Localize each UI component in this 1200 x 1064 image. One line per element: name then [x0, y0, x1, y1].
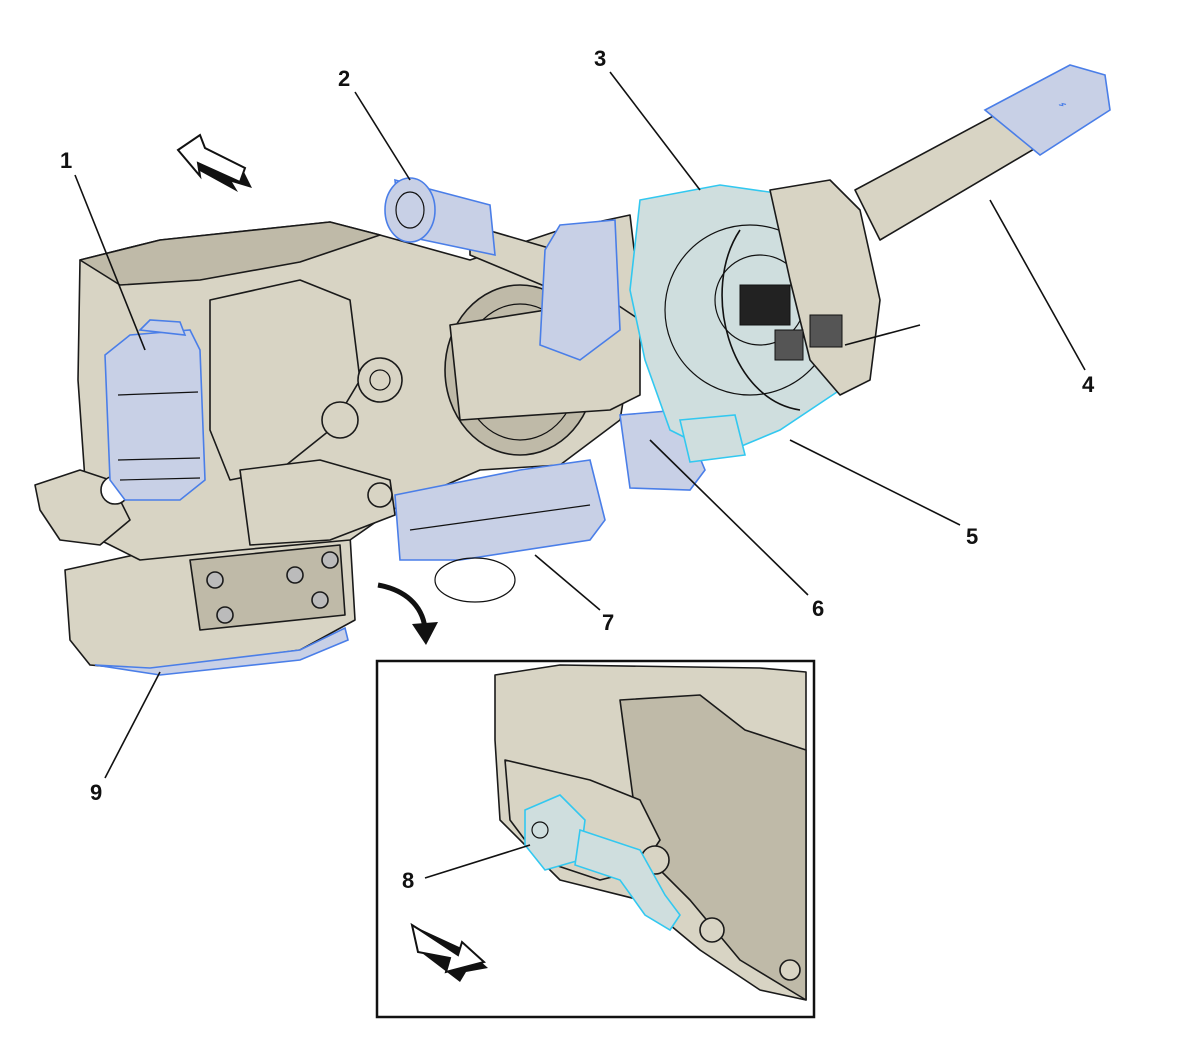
clock-spring-wire: [721, 229, 801, 411]
leader-7: [534, 554, 601, 611]
ignition-module: [394, 459, 606, 561]
leader-9: [104, 671, 161, 779]
harness-plug: [809, 314, 843, 348]
lever-left-mount: [539, 219, 621, 361]
callout-2: 2: [338, 66, 350, 91]
callout-numbers: 1 2 3 4 5 6 7 8 9: [60, 46, 1095, 893]
plate-bolt: [286, 566, 304, 584]
column-housing-top: [79, 221, 381, 286]
leader-1: [74, 174, 146, 351]
rotation-arrow-down: [377, 582, 438, 645]
callout-7: 7: [602, 610, 614, 635]
inset-bolt: [779, 959, 801, 981]
leader-lines: [74, 71, 1086, 879]
inset-bolt: [699, 917, 725, 943]
lever-right-housing: [769, 179, 881, 396]
tilt-lock-actuator-rod: [574, 828, 681, 932]
clock-spring-tab: [679, 414, 746, 463]
callout-4: 4: [1082, 372, 1095, 397]
leader-3: [609, 71, 701, 191]
plate-bolt: [321, 551, 339, 569]
pivot-bolt-lower: [321, 401, 359, 439]
lever-right-tip: [983, 64, 1111, 156]
tilt-motor-connector: [138, 319, 187, 336]
callout-6: 6: [812, 596, 824, 621]
shaft-nut: [367, 482, 393, 508]
detail-inset: [375, 659, 816, 1019]
lever-left-end: [384, 177, 436, 243]
pivot-bolt: [357, 357, 403, 403]
leader-5: [789, 439, 961, 526]
direction-arrow-upper-left: [176, 133, 252, 192]
direction-arrow-lower-right: [410, 922, 488, 982]
tilt-motor: [104, 329, 206, 501]
ignition-lock-housing: [94, 626, 349, 676]
callout-8: 8: [402, 868, 414, 893]
plate-bolt: [311, 591, 329, 609]
leader-6: [649, 439, 809, 596]
callout-1: 1: [60, 148, 72, 173]
harness-lead: [844, 324, 921, 346]
callout-3: 3: [594, 46, 606, 71]
plate-bolt: [216, 606, 234, 624]
shaft-linkage: [239, 459, 396, 546]
harness-plug: [774, 329, 804, 361]
callout-5: 5: [966, 524, 978, 549]
plate-bolt: [206, 571, 224, 589]
clock-spring-connector: [739, 284, 791, 326]
leader-4: [989, 199, 1086, 371]
steering-column-assembly: ⌁: [34, 64, 1111, 676]
leader-8: [424, 844, 531, 879]
callout-9: 9: [90, 780, 102, 805]
wire-loop: [434, 557, 516, 603]
leader-2: [354, 91, 411, 181]
